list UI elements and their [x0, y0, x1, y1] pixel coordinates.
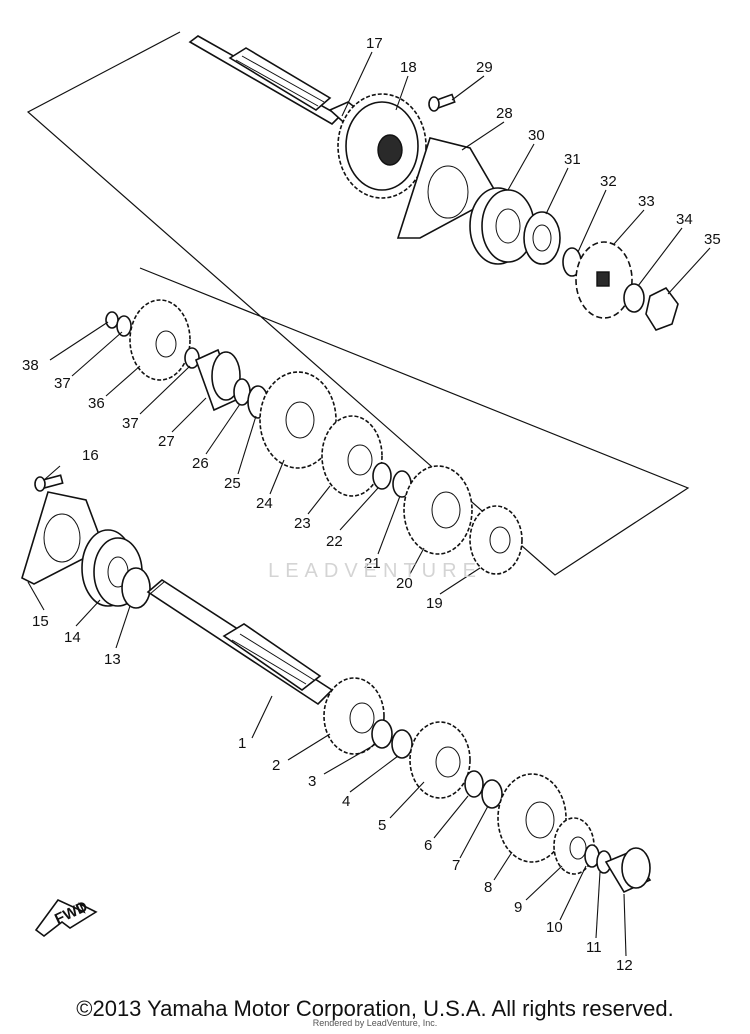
- callout-17: 17: [366, 35, 383, 52]
- callout-15: 15: [32, 613, 49, 630]
- gear-8: [497, 773, 567, 863]
- transmission-exploded-diagram: FWD: [21, 31, 721, 974]
- callout-21: 21: [364, 555, 381, 572]
- bolt-16: [34, 474, 64, 492]
- gear-2: [323, 677, 385, 755]
- callout-10: 10: [546, 919, 563, 936]
- callout-32: 32: [600, 173, 617, 190]
- callout-23: 23: [294, 515, 311, 532]
- callout-37-a: 37: [54, 375, 71, 392]
- nut-35: [645, 286, 679, 331]
- callout-14: 14: [64, 629, 81, 646]
- washer-37-a: [116, 315, 132, 337]
- callout-37-b: 37: [122, 415, 139, 432]
- callout-5: 5: [378, 817, 386, 834]
- callout-18: 18: [400, 59, 417, 76]
- callout-26: 26: [192, 455, 209, 472]
- drive-axle-17: [188, 35, 368, 130]
- callout-28: 28: [496, 105, 513, 122]
- circlip-6: [464, 770, 484, 798]
- washer-3: [371, 719, 393, 749]
- washer-7: [481, 779, 503, 809]
- callout-3: 3: [308, 773, 316, 790]
- callout-27: 27: [158, 433, 175, 450]
- gear-19: [469, 505, 523, 575]
- callout-35: 35: [704, 231, 721, 248]
- rendered-by-note: Rendered by LeadVenture, Inc.: [312, 1018, 438, 1028]
- assembly-frame: [26, 31, 690, 576]
- callout-1: 1: [238, 735, 246, 752]
- gear-5: [409, 721, 471, 799]
- callout-12: 12: [616, 957, 633, 974]
- washer-37-b: [184, 347, 200, 369]
- callout-24: 24: [256, 495, 273, 512]
- oil-seal-31: [523, 211, 561, 265]
- circlip-38: [105, 311, 119, 329]
- gear-36: [129, 299, 191, 381]
- drive-sprocket-33: [575, 241, 633, 319]
- callout-25: 25: [224, 475, 241, 492]
- callout-8: 8: [484, 879, 492, 896]
- leader-lines: [27, 51, 711, 957]
- gear-20: [403, 465, 473, 555]
- callout-7: 7: [452, 857, 460, 874]
- callout-6: 6: [424, 837, 432, 854]
- callout-34: 34: [676, 211, 693, 228]
- callout-16: 16: [82, 447, 99, 464]
- bearing-12: [604, 847, 652, 894]
- callout-13: 13: [104, 651, 121, 668]
- callout-2: 2: [272, 757, 280, 774]
- copyright-notice: ©2013 Yamaha Motor Corporation, U.S.A. A…: [76, 996, 674, 1021]
- lock-washer-34: [623, 283, 645, 313]
- callout-29: 29: [476, 59, 493, 76]
- callout-22: 22: [326, 533, 343, 550]
- main-axle-1: [146, 579, 334, 706]
- callout-20: 20: [396, 575, 413, 592]
- gear-18: [337, 93, 427, 199]
- callout-31: 31: [564, 151, 581, 168]
- bolt-29: [428, 93, 456, 112]
- callout-4: 4: [342, 793, 350, 810]
- bearing-plate-28: [396, 137, 500, 239]
- callout-19: 19: [426, 595, 443, 612]
- washer-22: [372, 462, 392, 490]
- bearing-30: [469, 187, 535, 265]
- washer-13: [121, 567, 151, 609]
- callout-33: 33: [638, 193, 655, 210]
- callout-30: 30: [528, 127, 545, 144]
- callout-9: 9: [514, 899, 522, 916]
- watermark: LEADVENTURE: [268, 560, 482, 582]
- callout-38: 38: [22, 357, 39, 374]
- fwd-arrow: FWD: [34, 898, 98, 938]
- gear-24: [259, 371, 337, 469]
- callout-36: 36: [88, 395, 105, 412]
- gear-23: [321, 415, 383, 497]
- callout-11: 11: [586, 939, 602, 956]
- callout-labels: 1 2 3 4 5 6 7 8 9 10 11 12 13 14 15 16 1…: [22, 35, 721, 974]
- bearing-plate-15: [21, 491, 105, 585]
- circlip-4: [391, 729, 413, 759]
